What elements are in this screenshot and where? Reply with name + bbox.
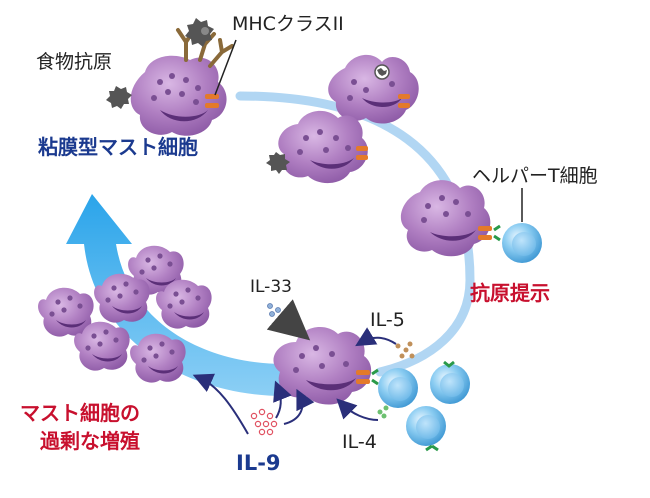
il9-out-arrow [192,373,249,435]
helper-t-label: ヘルパーT細胞 [472,165,598,187]
il9-label: IL-9 [236,451,281,475]
il4-molecules [377,405,389,419]
il33-molecules [267,303,281,317]
proliferation-label-line2: 過剰な増殖 [40,429,140,453]
mhc-receptor-icon [205,94,219,108]
il5-label: IL-5 [370,309,405,331]
mast-cell-engulfing [328,54,419,124]
t-cell-cluster [378,360,470,452]
mhc-label: MHCクラスII [232,13,344,35]
mast-cell-center [273,327,379,405]
il33-label: IL-33 [250,277,292,297]
mast-cell-middle [266,110,368,184]
mast-cell-presenting [400,180,501,257]
food-antigen-icon [106,18,214,109]
mucosal-mast-cell-label: 粘膜型マスト細胞 [38,135,198,159]
il9-to-cell-arrow [273,380,292,419]
mast-cell-top-left [130,55,227,136]
proliferated-cell-cluster [38,245,212,383]
food-antigen-label: 食物抗原 [36,51,112,73]
mhc-pointer [214,39,237,96]
proliferation-label-line1: マスト細胞の [20,401,140,425]
il5-arrow [355,327,397,347]
il5-molecules [395,341,415,359]
il4-label: IL-4 [342,431,377,453]
il4-arrow [336,398,379,421]
il33-arrow [266,299,311,341]
helper-t-cell-icon [502,223,542,263]
il9-return-arrow [283,388,315,425]
il9-molecules [250,408,278,436]
antigen-presentation-label: 抗原提示 [470,281,550,305]
